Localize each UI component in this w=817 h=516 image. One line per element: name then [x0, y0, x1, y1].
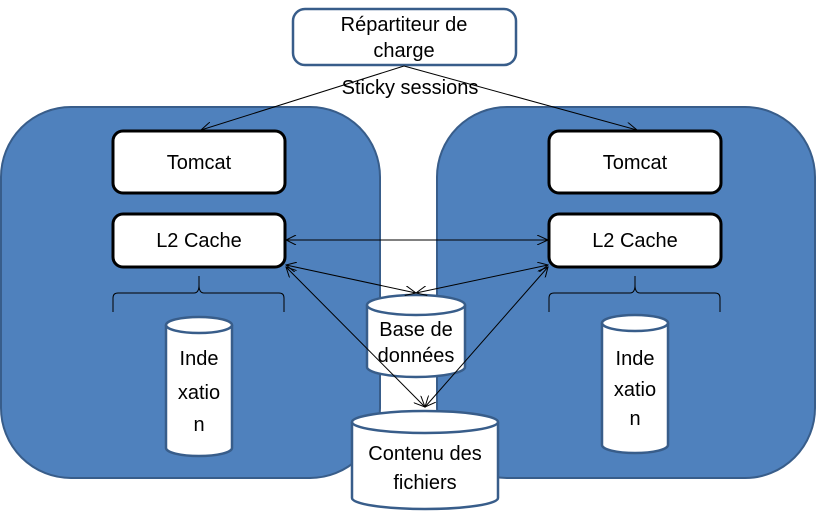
tomcat-box-right: Tomcat [547, 129, 723, 195]
arrow-cache-left-to-files [286, 267, 425, 407]
arrow-cache-right-to-files [425, 267, 548, 407]
load-balancer-label-1: Répartiteur de [341, 14, 468, 36]
brace-right [548, 276, 721, 312]
arrow-lb-to-tomcat-right [403, 65, 637, 130]
l2-cache-box-right: L2 Cache [547, 212, 723, 269]
tomcat-label: Tomcat [603, 152, 668, 174]
tomcat-box-left: Tomcat [111, 129, 287, 195]
l2-cache-box-left: L2 Cache [111, 212, 287, 269]
brace-left [112, 276, 285, 312]
arrow-lb-to-tomcat-left [201, 65, 405, 130]
indexation-cylinder-right: Inde xatio n [600, 313, 670, 455]
l2-cache-label: L2 Cache [156, 230, 242, 252]
sticky-sessions-label: Sticky sessions [342, 77, 479, 99]
database-label-1: Base de [379, 319, 452, 341]
database-label-2: données [378, 345, 455, 367]
indexation-label-2: xatio [614, 379, 656, 401]
indexation-cylinder-left: Inde xatio n [164, 315, 234, 458]
indexation-label-3: n [629, 408, 640, 430]
files-label-2: fichiers [393, 472, 456, 494]
database-cylinder: Base de données [365, 293, 467, 379]
indexation-label-2: xatio [178, 382, 220, 404]
load-balancer-label-2: charge [373, 40, 434, 62]
load-balancer-box: Répartiteur de charge [291, 7, 518, 67]
files-cylinder: Contenu des fichiers [350, 409, 500, 511]
indexation-label-1: Inde [180, 348, 219, 370]
tomcat-label: Tomcat [167, 152, 232, 174]
files-label-1: Contenu des [368, 443, 481, 465]
indexation-label-1: Inde [616, 348, 655, 370]
l2-cache-label: L2 Cache [592, 230, 678, 252]
indexation-label-3: n [193, 414, 204, 436]
